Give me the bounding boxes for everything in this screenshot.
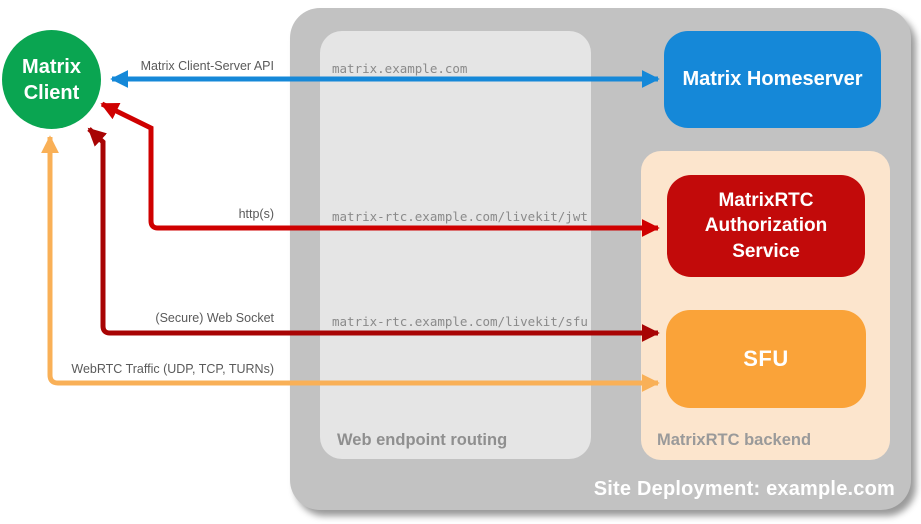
sfu-label: SFU — [743, 346, 789, 371]
endpoint-matrix-example-com: matrix.example.com — [332, 61, 468, 76]
endpoint-livekit-jwt: matrix-rtc.example.com/livekit/jwt — [332, 209, 588, 224]
matrix-homeserver-node: Matrix Homeserver — [664, 31, 881, 128]
client-server-api-label: Matrix Client-Server API — [140, 59, 274, 73]
matrix-client-label-line1: Matrix — [22, 55, 81, 78]
webrtc-traffic-label: WebRTC Traffic (UDP, TCP, TURNs) — [71, 362, 274, 376]
auth-service-label: MatrixRTC Authorization Service — [704, 190, 828, 262]
matrix-client-label-line2: Client — [23, 81, 80, 104]
secure-websocket-label: (Secure) Web Socket — [155, 311, 274, 325]
auth-service-node: MatrixRTC Authorization Service — [667, 175, 865, 277]
web-endpoint-routing-box: Web endpoint routing — [320, 31, 591, 459]
matrix-client-node: Matrix Client — [2, 30, 101, 129]
web-endpoint-routing-label: Web endpoint routing — [337, 431, 508, 449]
endpoint-livekit-sfu: matrix-rtc.example.com/livekit/sfu — [332, 314, 588, 329]
matrixrtc-backend-label: MatrixRTC backend — [657, 431, 812, 449]
matrix-homeserver-label: Matrix Homeserver — [682, 68, 863, 90]
https-label: http(s) — [238, 207, 274, 221]
sfu-node: SFU — [666, 310, 866, 408]
site-deployment-label: Site Deployment: example.com — [593, 478, 895, 500]
